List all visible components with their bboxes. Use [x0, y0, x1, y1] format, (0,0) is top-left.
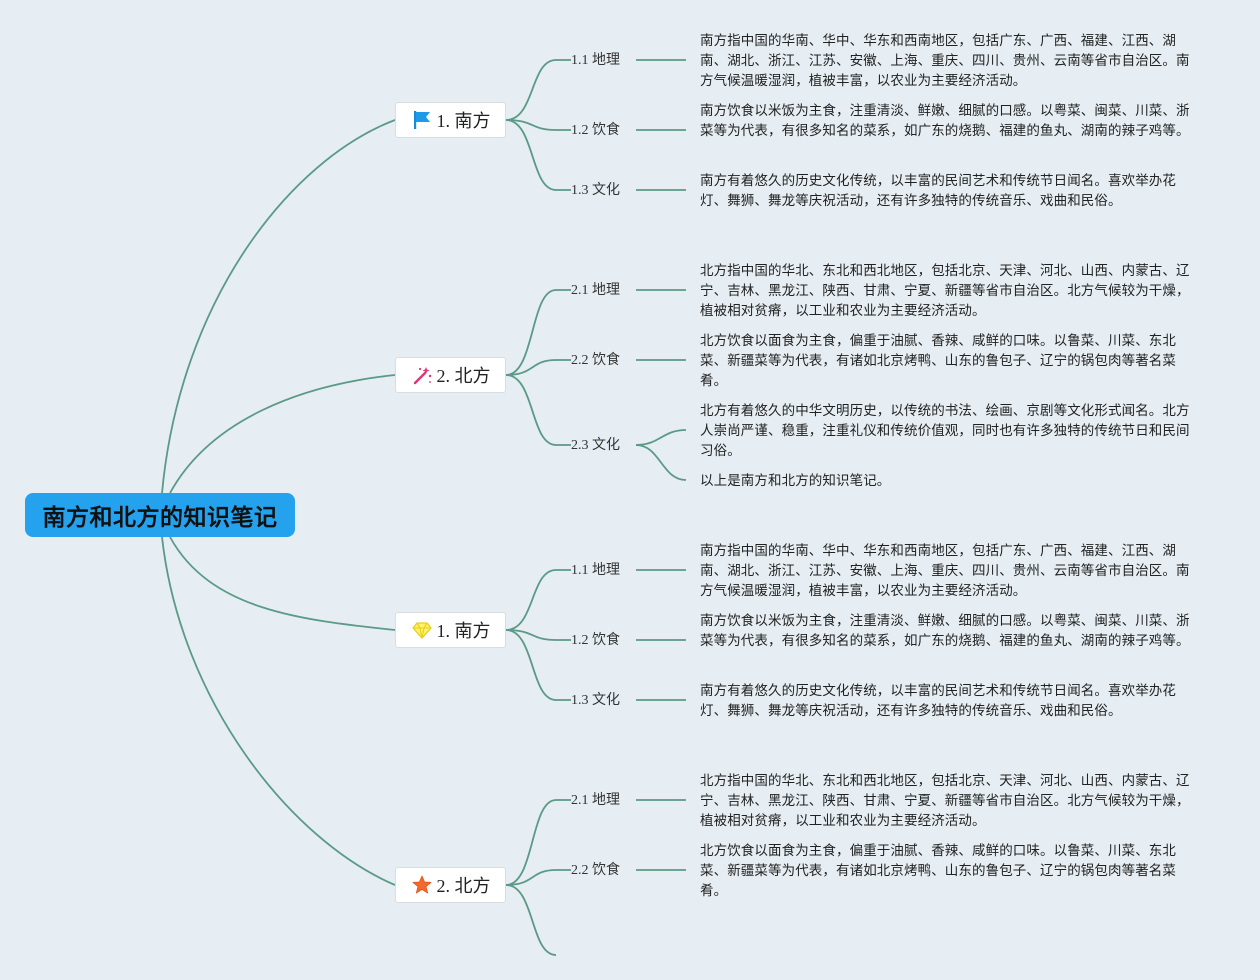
- magic-wand-icon: [411, 364, 433, 386]
- branch-topic-north-1[interactable]: 2. 北方: [395, 357, 506, 393]
- leaf-link: [635, 429, 687, 446]
- note-text[interactable]: 南方有着悠久的历史文化传统，以丰富的民间艺术和传统节日闻名。喜欢举办花灯、舞狮、…: [700, 173, 1176, 209]
- branch-link: [505, 629, 571, 701]
- subtopic-food[interactable]: 1.2 饮食: [571, 123, 620, 138]
- note-text[interactable]: 北方指中国的华北、东北和西北地区，包括北京、天津、河北、山西、内蒙古、辽宁、吉林…: [700, 773, 1190, 829]
- branch-link: [505, 59, 571, 121]
- subtopic-food[interactable]: 2.2 饮食: [571, 863, 620, 878]
- note-text[interactable]: 南方指中国的华南、华中、华东和西南地区，包括广东、广西、福建、江西、湖南、湖北、…: [700, 543, 1190, 599]
- subtopic-geography[interactable]: 1.1 地理: [571, 563, 620, 578]
- blue-flag-icon: [411, 109, 433, 131]
- subtopic-culture[interactable]: 2.3 文化: [571, 438, 620, 453]
- branch-topic-south-2[interactable]: 1. 南方: [395, 612, 506, 648]
- note-text[interactable]: 南方有着悠久的历史文化传统，以丰富的民间艺术和传统节日闻名。喜欢举办花灯、舞狮、…: [700, 683, 1176, 719]
- branch-link: [505, 869, 571, 886]
- note-text[interactable]: 北方指中国的华北、东北和西北地区，包括北京、天津、河北、山西、内蒙古、辽宁、吉林…: [700, 263, 1190, 319]
- subtopic-food[interactable]: 2.2 饮食: [571, 353, 620, 368]
- branch-link: [505, 374, 571, 446]
- subtopic-geography[interactable]: 2.1 地理: [571, 283, 620, 298]
- root-link: [161, 536, 396, 886]
- note-text[interactable]: 北方饮食以面食为主食，偏重于油腻、香辣、咸鲜的口味。以鲁菜、川菜、东北菜、新疆菜…: [700, 333, 1176, 389]
- branch-link: [505, 629, 571, 641]
- root-link: [169, 536, 396, 631]
- note-text[interactable]: 南方饮食以米饭为主食，注重清淡、鲜嫩、细腻的口感。以粤菜、闽菜、川菜、浙菜等为代…: [700, 613, 1190, 649]
- root-link: [161, 119, 396, 494]
- branch-link: [505, 289, 571, 376]
- branch-link: [505, 799, 571, 886]
- note-text[interactable]: 以上是南方和北方的知识笔记。: [700, 473, 891, 489]
- branch-link: [505, 359, 571, 376]
- diamond-icon: [411, 619, 433, 641]
- note-text[interactable]: 南方指中国的华南、华中、华东和西南地区，包括广东、广西、福建、江西、湖南、湖北、…: [700, 33, 1190, 89]
- subtopic-geography[interactable]: 2.1 地理: [571, 793, 620, 808]
- root-topic-label: 南方和北方的知识笔记: [42, 505, 278, 531]
- note-text[interactable]: 北方饮食以面食为主食，偏重于油腻、香辣、咸鲜的口味。以鲁菜、川菜、东北菜、新疆菜…: [700, 843, 1176, 899]
- subtopic-culture[interactable]: 1.3 文化: [571, 183, 620, 198]
- branch-topic-label: 1. 南方: [436, 111, 491, 131]
- subtopic-geography[interactable]: 1.1 地理: [571, 53, 620, 68]
- subtopic-food[interactable]: 1.2 饮食: [571, 633, 620, 648]
- root-link: [169, 374, 396, 494]
- note-text[interactable]: 北方有着悠久的中华文明历史，以传统的书法、绘画、京剧等文化形式闻名。北方人崇尚严…: [700, 403, 1190, 459]
- branch-link: [505, 119, 571, 191]
- leaf-link: [635, 444, 687, 481]
- branch-topic-north-2[interactable]: 2. 北方: [395, 867, 506, 903]
- branch-topic-label: 1. 南方: [436, 621, 491, 641]
- root-topic[interactable]: 南方和北方的知识笔记: [25, 493, 295, 537]
- branch-topic-label: 2. 北方: [436, 876, 491, 896]
- subtopic-culture[interactable]: 1.3 文化: [571, 693, 620, 708]
- branch-link: [505, 119, 571, 131]
- branch-link: [505, 569, 571, 631]
- branch-link: [505, 884, 557, 956]
- note-text[interactable]: 南方饮食以米饭为主食，注重清淡、鲜嫩、细腻的口感。以粤菜、闽菜、川菜、浙菜等为代…: [700, 103, 1190, 139]
- branch-topic-south-1[interactable]: 1. 南方: [395, 102, 506, 138]
- branch-topic-label: 2. 北方: [436, 366, 491, 386]
- star-icon: [411, 874, 433, 896]
